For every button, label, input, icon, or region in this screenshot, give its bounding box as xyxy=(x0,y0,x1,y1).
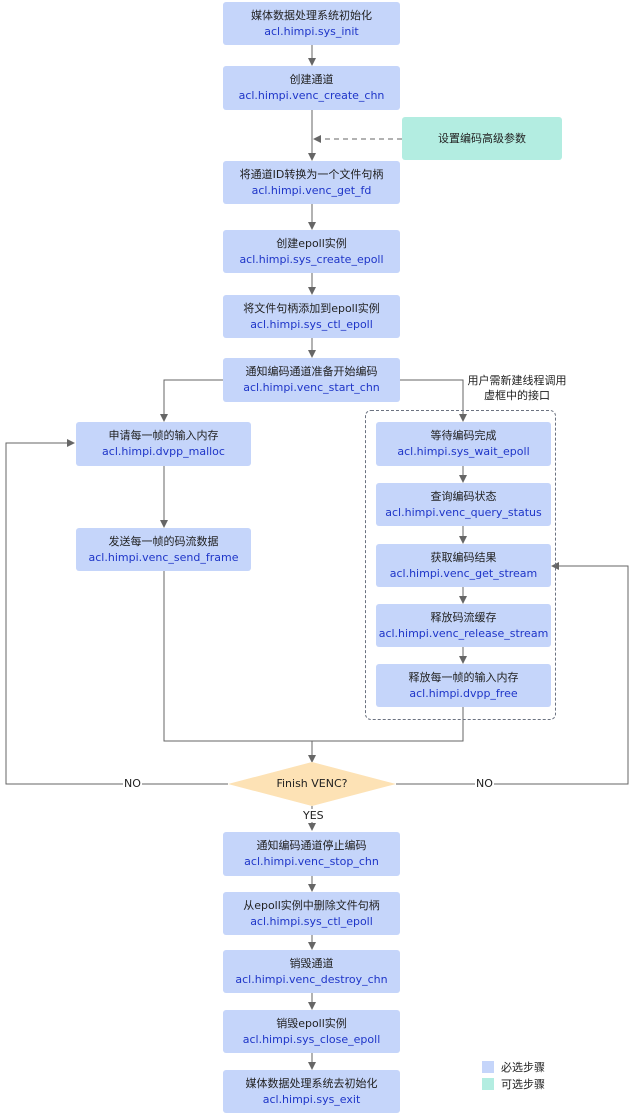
thread-note-line2: 虚框中的接口 xyxy=(484,389,550,402)
thread-frame xyxy=(365,410,556,720)
step-sys-init-api: acl.himpi.sys_init xyxy=(264,24,359,38)
step-ctl-epoll-add-label: 将文件句柄添加到epoll实例 xyxy=(243,301,380,315)
step-dvpp-free: 释放每一帧的输入内存 acl.himpi.dvpp_free xyxy=(376,664,551,707)
step-destroy-chn: 销毁通道 acl.himpi.venc_destroy_chn xyxy=(223,950,400,993)
step-ctl-epoll-del-label: 从epoll实例中删除文件句柄 xyxy=(243,898,380,912)
step-dvpp-malloc-api: acl.himpi.dvpp_malloc xyxy=(102,445,225,458)
step-destroy-chn-label: 销毁通道 xyxy=(289,956,334,970)
step-close-epoll-api: acl.himpi.sys_close_epoll xyxy=(242,1032,381,1046)
step-dvpp-malloc: 申请每一帧的输入内存 acl.himpi.dvpp_malloc xyxy=(76,422,251,466)
step-stop-chn: 通知编码通道停止编码 acl.himpi.venc_stop_chn xyxy=(223,832,400,876)
step-ctl-epoll-del-api: acl.himpi.sys_ctl_epoll xyxy=(250,914,373,928)
step-sys-exit-api: acl.himpi.sys_exit xyxy=(262,1092,361,1106)
decision-label: Finish VENC? xyxy=(276,777,348,790)
step-start-chn-api: acl.himpi.venc_start_chn xyxy=(243,381,380,394)
yes-label: YES xyxy=(302,809,325,822)
step-get-stream-api: acl.himpi.venc_get_stream xyxy=(389,566,538,580)
legend-required-swatch xyxy=(482,1061,494,1073)
step-start-chn-label: 通知编码通道准备开始编码 xyxy=(245,365,378,378)
step-get-fd-api: acl.himpi.venc_get_fd xyxy=(251,183,372,197)
step-create-chn-label: 创建通道 xyxy=(289,73,334,86)
step-sys-exit-label: 媒体数据处理系统去初始化 xyxy=(245,1076,378,1090)
legend-optional-swatch xyxy=(482,1078,494,1090)
step-close-epoll-label: 销毁epoll实例 xyxy=(276,1016,347,1030)
step-create-chn: 创建通道 acl.himpi.venc_create_chn xyxy=(223,66,400,110)
step-wait-epoll-api: acl.himpi.sys_wait_epoll xyxy=(397,445,530,458)
step-destroy-chn-api: acl.himpi.venc_destroy_chn xyxy=(235,972,388,986)
no-right-label: NO xyxy=(475,777,494,790)
step-release-stream: 释放码流缓存 acl.himpi.venc_release_stream xyxy=(376,604,551,647)
step-sys-init-label: 媒体数据处理系统初始化 xyxy=(251,8,372,22)
legend-required-label: 必选步骤 xyxy=(501,1061,545,1074)
thread-note-line1: 用户需新建线程调用 xyxy=(467,374,567,387)
step-query-status-label: 查询编码状态 xyxy=(430,489,497,503)
step-start-chn: 通知编码通道准备开始编码 acl.himpi.venc_start_chn xyxy=(223,358,400,402)
step-advanced-params-label: 设置编码高级参数 xyxy=(438,131,526,145)
step-advanced-params: 设置编码高级参数 xyxy=(402,117,562,160)
step-ctl-epoll-del: 从epoll实例中删除文件句柄 acl.himpi.sys_ctl_epoll xyxy=(223,892,400,935)
step-create-epoll-label: 创建epoll实例 xyxy=(276,236,347,250)
step-get-stream: 获取编码结果 acl.himpi.venc_get_stream xyxy=(376,544,551,587)
step-send-frame: 发送每一帧的码流数据 acl.himpi.venc_send_frame xyxy=(76,528,251,571)
step-send-frame-api: acl.himpi.venc_send_frame xyxy=(88,550,239,564)
step-ctl-epoll-add-api: acl.himpi.sys_ctl_epoll xyxy=(250,317,373,331)
step-stop-chn-label: 通知编码通道停止编码 xyxy=(256,839,367,852)
legend-optional-label: 可选步骤 xyxy=(501,1078,545,1091)
step-stop-chn-api: acl.himpi.venc_stop_chn xyxy=(244,855,379,868)
step-dvpp-malloc-label: 申请每一帧的输入内存 xyxy=(108,429,219,442)
step-sys-init: 媒体数据处理系统初始化 acl.himpi.sys_init xyxy=(223,2,400,45)
no-left-label: NO xyxy=(123,777,142,790)
step-create-epoll: 创建epoll实例 acl.himpi.sys_create_epoll xyxy=(223,230,400,273)
step-wait-epoll-label: 等待编码完成 xyxy=(430,429,497,442)
step-query-status: 查询编码状态 acl.himpi.venc_query_status xyxy=(376,483,551,526)
arrow-no-left-loop xyxy=(5,439,228,785)
arrow-start-to-malloc xyxy=(160,379,223,422)
step-get-fd: 将通道ID转换为一个文件句柄 acl.himpi.venc_get_fd xyxy=(223,161,400,204)
line-send-to-merge xyxy=(163,571,312,742)
step-get-fd-label: 将通道ID转换为一个文件句柄 xyxy=(239,167,384,181)
step-create-epoll-api: acl.himpi.sys_create_epoll xyxy=(239,252,384,266)
step-dvpp-free-label: 释放每一帧的输入内存 xyxy=(408,670,519,684)
step-get-stream-label: 获取编码结果 xyxy=(430,550,497,564)
step-release-stream-api: acl.himpi.venc_release_stream xyxy=(378,626,549,640)
step-close-epoll: 销毁epoll实例 acl.himpi.sys_close_epoll xyxy=(223,1010,400,1053)
step-sys-exit: 媒体数据处理系统去初始化 acl.himpi.sys_exit xyxy=(223,1070,400,1113)
step-send-frame-label: 发送每一帧的码流数据 xyxy=(108,534,219,548)
step-wait-epoll: 等待编码完成 acl.himpi.sys_wait_epoll xyxy=(376,422,551,466)
arrow-start-to-wait xyxy=(400,379,467,422)
line-free-to-merge xyxy=(312,707,464,742)
step-dvpp-free-api: acl.himpi.dvpp_free xyxy=(409,686,518,700)
decision-diamond xyxy=(228,762,396,806)
step-ctl-epoll-add: 将文件句柄添加到epoll实例 acl.himpi.sys_ctl_epoll xyxy=(223,295,400,338)
step-query-status-api: acl.himpi.venc_query_status xyxy=(385,505,542,519)
arrow-no-right-loop xyxy=(396,562,629,785)
step-create-chn-api: acl.himpi.venc_create_chn xyxy=(238,89,385,102)
thread-note: 用户需新建线程调用 虚框中的接口 xyxy=(462,373,572,403)
step-release-stream-label: 释放码流缓存 xyxy=(430,610,497,624)
